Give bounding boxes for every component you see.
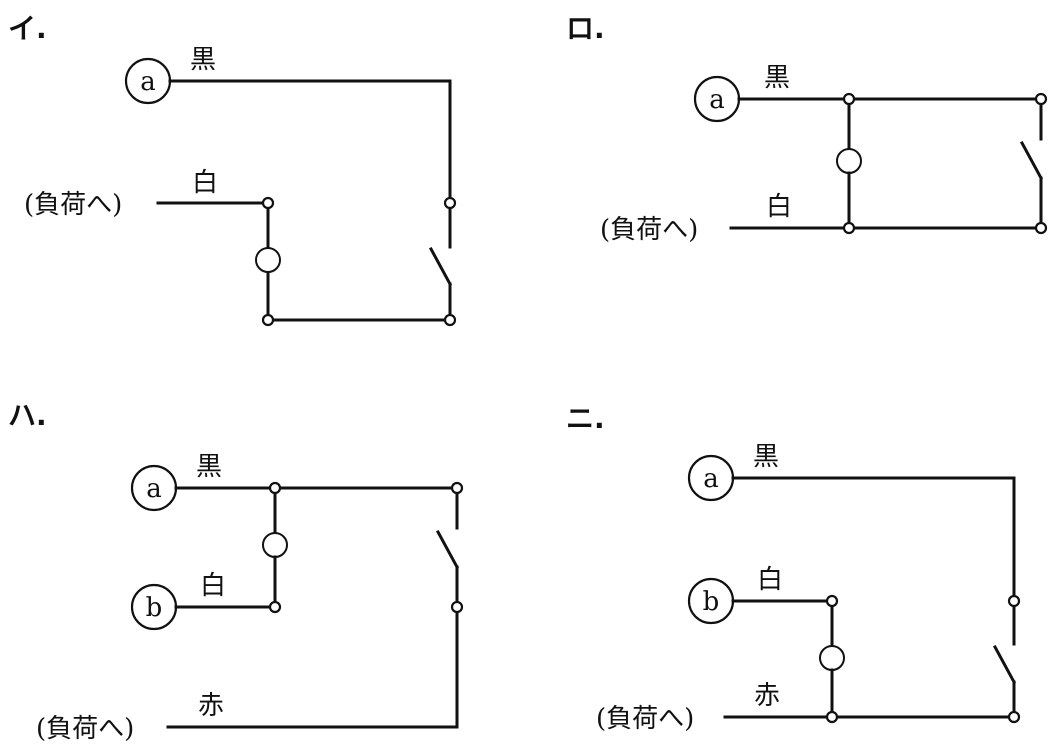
option-ha-red-label: 赤: [198, 691, 224, 721]
option-i-black-wire: [168, 79, 452, 205]
option-ro-diagram: ロ. a 黒 白 (負荷へ): [566, 12, 1048, 245]
option-ha-terminal-a-text: a: [146, 474, 162, 504]
option-i-bottom-wire: [266, 269, 452, 322]
option-ni-black-label: 黒: [753, 442, 779, 472]
option-ha-diagram: ハ. a 黒 b 白 赤 (負荷へ): [8, 399, 464, 744]
option-ni-black-wire: [731, 476, 1016, 603]
option-ha-node: [268, 600, 282, 614]
option-ha-node: [450, 600, 464, 614]
option-ro-switch-blade: [1019, 140, 1044, 181]
option-ha-node: [450, 481, 464, 495]
option-ha-switch-blade: [435, 529, 460, 570]
option-ha-white-label: 白: [200, 571, 226, 601]
option-ro-terminal-a-text: a: [709, 85, 725, 115]
option-i-label: イ.: [8, 12, 47, 45]
option-ro-node: [1034, 92, 1048, 106]
option-ro-pilot-lamp: [836, 148, 862, 174]
option-ni-pilot-lamp: [819, 645, 845, 671]
option-ni-label: ニ.: [566, 402, 605, 435]
option-ni-terminal-b-text: b: [703, 587, 720, 617]
option-ha-load-label: (負荷へ): [36, 714, 134, 744]
option-ni-node: [825, 710, 839, 724]
option-i-black-label: 黒: [190, 45, 216, 75]
option-ni-load-label: (負荷へ): [596, 704, 694, 734]
option-ro-label: ロ.: [566, 12, 605, 45]
option-ha-label: ハ.: [8, 399, 47, 432]
option-ha-black-label: 黒: [196, 452, 222, 482]
option-ni-red-label: 赤: [754, 681, 780, 711]
option-ni-switch-blade: [992, 644, 1017, 685]
option-ni-node: [825, 594, 839, 608]
option-ha-pilot-lamp: [262, 532, 288, 558]
option-ro-node: [842, 221, 856, 235]
option-ni-node: [1007, 594, 1021, 608]
option-i-pilot-lamp: [255, 247, 281, 273]
option-i-node: [261, 313, 275, 327]
option-i-node: [443, 313, 457, 327]
option-ni-diagram: ニ. a 黒 b 白 赤 (負荷へ): [566, 402, 1021, 734]
option-ha-terminal-b-text: b: [146, 593, 163, 623]
option-ha-node: [268, 481, 282, 495]
option-ro-white-label: 白: [766, 192, 792, 222]
option-i-load-label: (負荷へ): [24, 190, 122, 220]
option-i-node: [261, 196, 275, 210]
option-ro-black-label: 黒: [764, 63, 790, 93]
option-i-node: [443, 196, 457, 210]
option-i-diagram: イ. a 黒 白 (負荷へ): [8, 12, 457, 327]
option-i-terminal-a-text: a: [140, 67, 156, 97]
option-ni-white-label: 白: [757, 565, 783, 595]
option-ro-load-label: (負荷へ): [600, 215, 698, 245]
option-ro-node: [1034, 221, 1048, 235]
option-i-switch-blade: [428, 246, 453, 287]
option-ni-terminal-a-text: a: [703, 464, 719, 494]
option-i-white-label: 白: [192, 168, 218, 198]
option-ro-node: [842, 92, 856, 106]
option-ni-node: [1007, 710, 1021, 724]
